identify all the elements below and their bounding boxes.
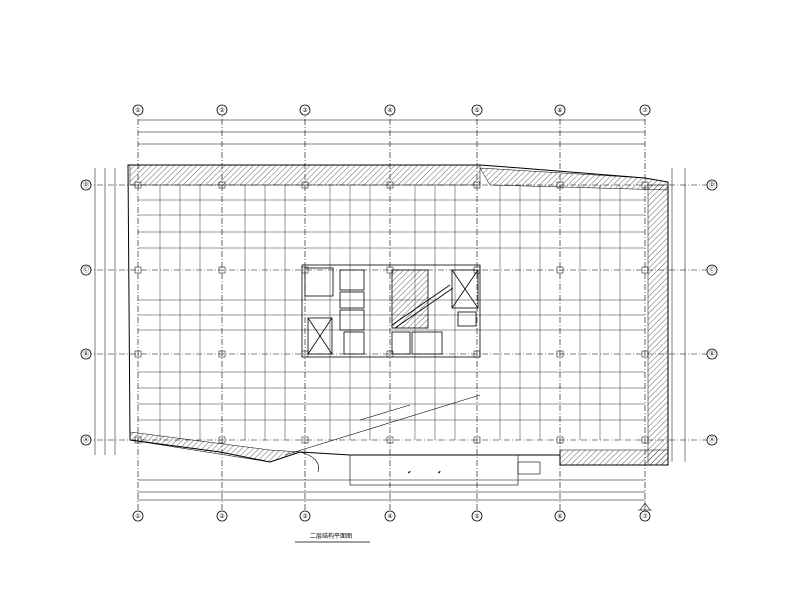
axis-label: Ⓒ [709,266,715,274]
axis-bubble [706,348,718,360]
secondary-beams [138,185,645,440]
axis-bubble [554,510,566,522]
axis-label: ② [219,513,225,520]
axis-label: Ⓐ [83,436,89,444]
axis-bubble [639,510,651,522]
axis-bubble [384,510,396,522]
axis-bubble [706,179,718,191]
axis-label: ④ [387,107,392,114]
axis-label: ⑤ [474,107,479,114]
axis-bubble [80,179,92,191]
axis-bubbles: ① ① ② ② ③ ③ ④ ④ ⑤ ⑤ ⑥ ⑥ ⑦ ⑦ Ⓓ Ⓓ Ⓒ Ⓒ Ⓑ Ⓑ Ⓐ Ⓐ [80,104,718,522]
axis-bubble [384,104,396,116]
axis-bubble [80,434,92,446]
diagonal-beams [284,394,481,456]
arrow-mark-2: ↙ [438,470,441,474]
axis-label: Ⓓ [709,181,715,189]
axis-bubble [471,510,483,522]
dimension-lines [94,119,686,501]
axis-label: ④ [387,513,392,520]
axis-bubble [132,104,144,116]
axis-label: ① [135,513,140,520]
axis-label: ⑦ [642,513,648,520]
axis-label: ⑦ [642,107,648,114]
axis-bubble [132,510,144,522]
axis-bubble [706,264,718,276]
axis-label: ⑥ [557,107,562,114]
axis-label: ③ [302,107,307,114]
arrow-mark-1: ↙ [408,470,411,474]
drawing-title: 二层结构平面图 [310,532,352,540]
axis-bubble [80,264,92,276]
axis-label: ⑤ [474,513,479,520]
axis-label: ① [135,107,140,114]
axis-label: Ⓑ [83,350,89,358]
axis-bubble [299,510,311,522]
columns [134,181,649,444]
core-area [301,264,481,358]
axis-bubble [216,104,228,116]
entry-canopy: ↙ ↙ [299,451,541,486]
axis-bubble [639,104,651,116]
axis-label: ③ [302,513,307,520]
axis-bubble [471,104,483,116]
axis-label: Ⓓ [83,181,89,189]
axis-label: Ⓐ [709,436,715,444]
section-marker-icon [638,502,652,511]
axis-bubble [80,348,92,360]
axis-bubble [706,434,718,446]
axis-label: Ⓑ [709,350,715,358]
axis-bubble [554,104,566,116]
axis-label: ② [219,107,225,114]
axis-label: ⑥ [557,513,562,520]
axis-bubble [216,510,228,522]
axis-bubble [299,104,311,116]
axis-label: Ⓒ [83,266,89,274]
